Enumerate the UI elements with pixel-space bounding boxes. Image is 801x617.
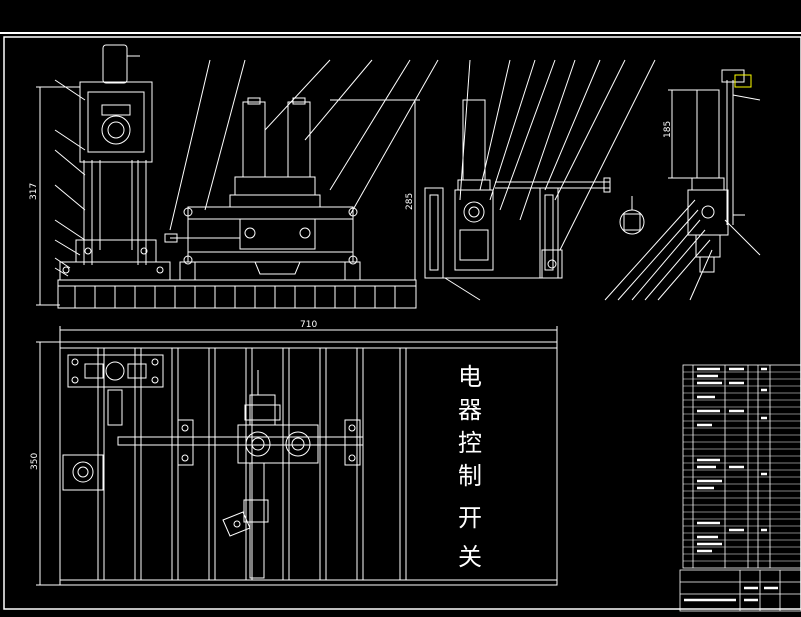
base-rail — [57, 279, 417, 309]
control-label-char-5: 开 — [458, 504, 482, 532]
dim-side-height: 317 — [29, 183, 39, 200]
far-right-view — [604, 69, 761, 301]
dim-right-height: 185 — [663, 121, 673, 138]
left-side-view — [36, 44, 171, 306]
title-block — [679, 569, 801, 612]
dim-plan-width-lines — [59, 326, 558, 342]
dim-plan-width: 710 — [300, 320, 317, 330]
right-center-view — [424, 59, 656, 301]
small-part-detail — [619, 196, 645, 235]
control-label-char-4: 制 — [458, 462, 482, 490]
plan-view — [59, 341, 558, 586]
dim-middle-height: 285 — [405, 193, 415, 210]
dim-plan-height: 350 — [30, 453, 40, 470]
middle-front-view — [164, 59, 439, 281]
control-label-char-1: 电 — [458, 363, 482, 391]
control-label-char-2: 器 — [458, 396, 482, 424]
sheet-border — [0, 32, 801, 610]
dim-plan-height-lines — [36, 341, 60, 586]
control-label-char-3: 控 — [458, 429, 482, 457]
parts-list-table — [682, 364, 801, 569]
control-label-char-6: 关 — [458, 543, 482, 571]
